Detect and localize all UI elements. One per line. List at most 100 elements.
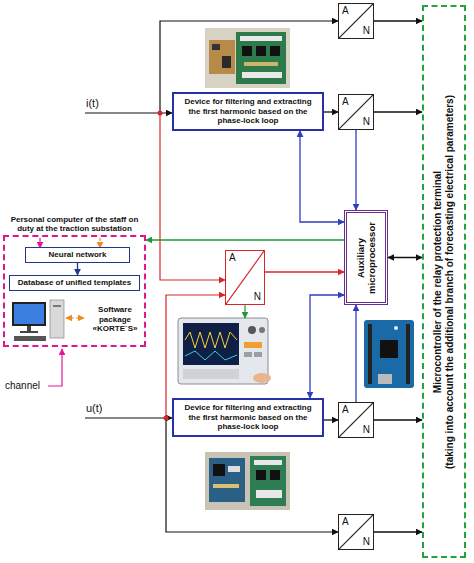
computer-picture — [20, 331, 38, 333]
converter-letter: A — [229, 253, 236, 263]
converter-letter: A — [342, 6, 349, 16]
converter-letter: N — [254, 292, 261, 302]
board-photo — [270, 46, 280, 56]
converter-diagonal — [226, 251, 264, 304]
microcontroller-board-picture — [380, 340, 398, 358]
oscilloscope-picture — [183, 323, 239, 365]
oscilloscope-picture — [253, 373, 271, 383]
process-box: Database of unified templates — [9, 275, 140, 291]
board-photo — [213, 484, 239, 488]
process-box: Device for filtering and extracting the … — [172, 398, 324, 437]
board-photo — [256, 46, 266, 56]
computer-picture — [12, 302, 46, 326]
computer-picture — [12, 300, 64, 341]
converter-box: AN — [338, 514, 374, 550]
software-link — [66, 317, 84, 318]
board-photo — [213, 464, 225, 476]
microcontroller-board-picture — [406, 324, 410, 384]
signal-connector — [374, 111, 422, 112]
converter-letter: A — [342, 517, 349, 527]
board-photo — [270, 470, 280, 480]
signal-connector — [310, 295, 344, 398]
signal-connector — [77, 263, 78, 275]
board-photo — [240, 36, 282, 41]
signal-connector — [374, 531, 422, 532]
processor-box: Auxiliary microprocessor — [344, 210, 388, 305]
board-photo — [222, 56, 231, 68]
converter-letter: A — [342, 405, 349, 415]
board-photo — [209, 458, 245, 502]
group-heading: Personal computer of the staff on duty a… — [5, 215, 144, 234]
process-text: Device for filtering and extracting the … — [178, 97, 318, 126]
computer-group: Personal computer of the staff on duty a… — [3, 235, 146, 347]
computer-picture — [27, 326, 31, 331]
process-box: Device for filtering and extracting the … — [172, 92, 324, 131]
microcontroller-board-picture — [364, 320, 414, 388]
junction-dot — [158, 111, 163, 116]
converter-letter: A — [342, 97, 349, 107]
converter-box: AN — [338, 3, 374, 39]
signal-connector — [355, 130, 356, 210]
board-photo — [236, 32, 286, 84]
controller-band: Microcontroller of the relay protection … — [422, 5, 466, 558]
board-photo — [209, 40, 235, 74]
signal-connector — [146, 239, 344, 240]
oscilloscope-picture — [244, 352, 252, 357]
oscilloscope-picture — [259, 327, 265, 333]
current-wire — [160, 113, 225, 280]
oscilloscope-picture — [244, 342, 262, 348]
controller-text: Microcontroller of the relay protection … — [432, 10, 444, 553]
board-photo — [242, 46, 252, 56]
signal-connector — [388, 257, 422, 258]
rotated-text-frame: Microcontroller of the relay protection … — [432, 10, 456, 553]
board-photo — [205, 28, 290, 88]
microcontroller-board-picture — [394, 326, 398, 330]
process-text: Database of unified templates — [13, 278, 136, 288]
converter-diagonal — [339, 4, 373, 38]
microcontroller-board-picture — [368, 324, 372, 384]
scope-wire — [244, 305, 245, 318]
signal-connector — [300, 131, 344, 222]
oscilloscope-picture — [178, 318, 271, 384]
voltage-wire — [85, 417, 172, 418]
board-photo — [242, 72, 282, 78]
board-photo — [256, 490, 282, 498]
computer-picture — [14, 336, 46, 341]
oscilloscope-picture — [185, 351, 237, 360]
signal-label: i(t) — [86, 97, 99, 110]
board-photo — [212, 44, 220, 50]
process-box: Neural network — [25, 247, 130, 263]
board-photo — [205, 452, 290, 510]
signal-connector — [265, 271, 344, 272]
processor-text: Auxiliary microprocessor — [355, 215, 378, 300]
process-text: Neural network — [29, 250, 126, 260]
converter-letter: N — [363, 425, 370, 435]
channel-wire — [48, 349, 62, 386]
computer-picture — [50, 300, 64, 338]
signal-connector — [324, 419, 338, 420]
board-photo — [205, 28, 290, 88]
converter-letter: N — [363, 26, 370, 36]
computer-picture — [53, 305, 61, 307]
rotated-text-frame: Auxiliary microprocessor — [355, 215, 378, 300]
converter-diagonal — [339, 95, 373, 129]
converter-letter: N — [363, 537, 370, 547]
junction-dot — [164, 416, 169, 421]
converter-box: AN — [338, 402, 374, 438]
converter-letter: N — [363, 117, 370, 127]
signal-connector — [355, 305, 356, 402]
computer-picture — [14, 304, 44, 324]
microcontroller-board-picture — [378, 374, 392, 384]
signal-connector — [324, 111, 338, 112]
oscilloscope-picture — [254, 352, 262, 357]
converter-diagonal — [339, 515, 373, 549]
signal-connector — [374, 419, 422, 420]
oscilloscope-picture — [185, 332, 237, 348]
software-label: Software package «KORTE`S» — [87, 305, 143, 334]
signal-label: u(t) — [86, 402, 103, 415]
converter-box: AN — [225, 250, 265, 305]
controller-text: (taking into account the additional bran… — [444, 10, 456, 553]
oscilloscope-picture — [183, 369, 239, 379]
board-photo — [228, 466, 240, 472]
